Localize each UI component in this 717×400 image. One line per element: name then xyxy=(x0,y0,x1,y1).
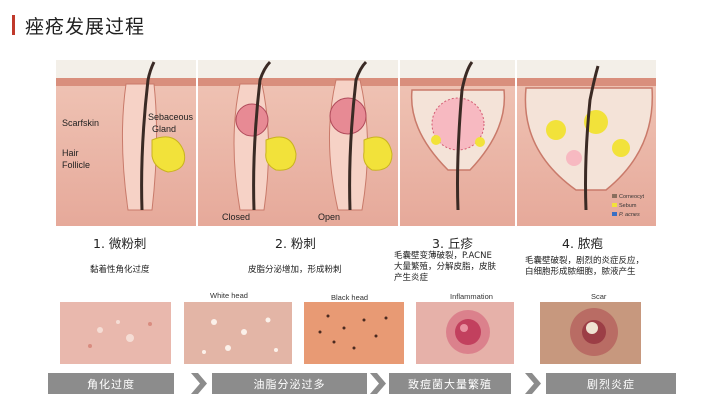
label-hair: Hair xyxy=(62,148,79,158)
skin-photo-4 xyxy=(416,302,514,364)
skin-photo-3 xyxy=(304,302,404,364)
stage-4-desc-line: 毛囊壁破裂，剧烈的炎症反应， xyxy=(525,256,645,266)
acne-stages-diagram: Scarfskin Sebaceous Gland Hair Follicle … xyxy=(56,60,656,226)
page-header: 痤疮发展过程 xyxy=(12,14,146,38)
photo-inflammation xyxy=(416,302,514,364)
photo-scar xyxy=(540,302,641,364)
stage-1-title: 1. 微粉刺 xyxy=(93,236,147,251)
flow-step-2: 油脂分泌过多 xyxy=(212,373,367,394)
photo-caption-inflammation: Inflammation xyxy=(450,292,493,301)
skin-photo-1 xyxy=(60,302,171,364)
stage-4-desc: 毛囊壁破裂，剧烈的炎症反应， 白细胞形成脓细胞，脓液产生 xyxy=(525,256,644,278)
chevron-right-icon xyxy=(370,373,386,394)
title-accent-bar xyxy=(12,15,15,35)
legend-p-acnes: P. acnes xyxy=(619,212,640,218)
chevron-right-icon xyxy=(191,373,207,394)
label-scarfskin: Scarfskin xyxy=(62,118,99,128)
label-gland: Gland xyxy=(152,124,176,134)
photo-microcomedone xyxy=(60,302,171,364)
stage-3-title: 3. 丘疹 xyxy=(432,236,473,251)
photo-caption-scar: Scar xyxy=(591,292,607,301)
stage-3-desc-line: 产生炎症 xyxy=(394,273,429,283)
sebaceous-gland xyxy=(151,136,186,173)
stage-3-desc-line: 大量繁殖，分解皮脂，皮肤 xyxy=(394,262,497,272)
stage-3-desc: 毛囊壁变薄破裂，P.ACNE 大量繁殖，分解皮脂，皮肤 产生炎症 xyxy=(394,251,496,284)
follicle-papule xyxy=(410,61,506,211)
flow-step-3: 致痘菌大量繁殖 xyxy=(389,373,511,394)
photo-caption-white-head: White head xyxy=(210,291,248,300)
flow-step-4: 剧烈炎症 xyxy=(546,373,676,394)
skin-photo-5 xyxy=(540,302,641,364)
stage-4-title: 4. 脓疱 xyxy=(562,236,603,251)
photo-white-head xyxy=(184,302,292,364)
label-sebaceous: Sebaceous xyxy=(148,112,194,122)
acne-stages-illustration: Scarfskin Sebaceous Gland Hair Follicle … xyxy=(56,60,656,226)
stage-4-desc-line: 白细胞形成脓细胞，脓液产生 xyxy=(525,267,636,277)
diagram-legend: Corneocyt Sebum P. acnes xyxy=(612,194,645,218)
chevron-right-icon xyxy=(525,373,541,394)
follicle-normal xyxy=(121,61,186,211)
legend-corneocyt: Corneocyt xyxy=(619,194,645,200)
stage-2-title: 2. 粉刺 xyxy=(275,236,316,251)
photo-caption-black-head: Black head xyxy=(331,293,369,302)
stage-2-desc-line: 皮脂分泌增加，形成粉刺 xyxy=(248,265,342,275)
flow-step-1: 角化过度 xyxy=(48,373,174,394)
stage-3-desc-line: 毛囊壁变薄破裂，P.ACNE xyxy=(394,251,492,261)
label-follicle: Follicle xyxy=(62,160,90,170)
label-open: Open xyxy=(318,212,340,222)
follicle-pustule xyxy=(524,65,654,211)
skin-photo-2 xyxy=(184,302,292,364)
stage-2-desc: 皮脂分泌增加，形成粉刺 xyxy=(248,265,342,276)
stage-1-desc-line: 黏着性角化过度 xyxy=(90,265,150,275)
follicle-closed-comedone xyxy=(233,60,297,211)
photo-black-head xyxy=(304,302,404,364)
page-title: 痤疮发展过程 xyxy=(25,15,146,38)
stage-1-desc: 黏着性角化过度 xyxy=(90,265,150,276)
follicle-open-comedone xyxy=(329,60,393,211)
legend-sebum: Sebum xyxy=(619,203,637,209)
label-closed: Closed xyxy=(222,212,250,222)
